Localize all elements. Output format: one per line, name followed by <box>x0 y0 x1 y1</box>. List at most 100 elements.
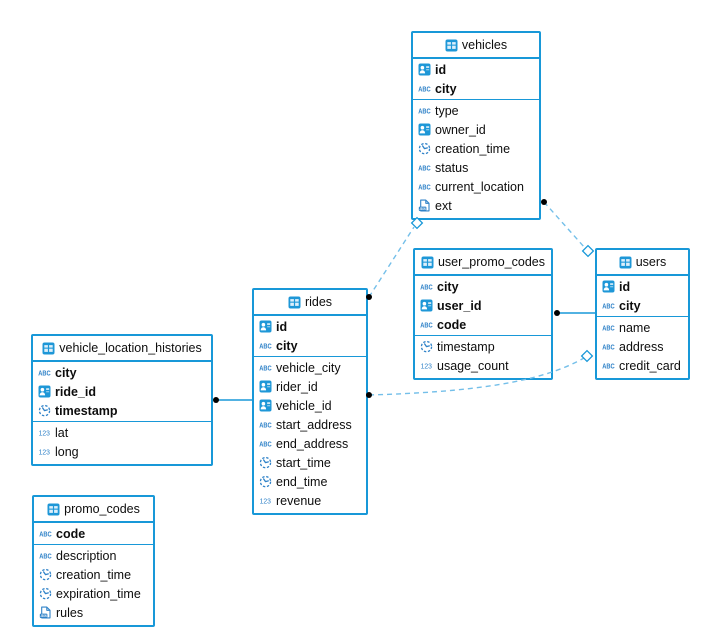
number-type-icon: 123 <box>259 494 272 507</box>
table-icon <box>288 296 301 309</box>
field-name: usage_count <box>437 358 509 373</box>
relation-diamond-marker <box>581 244 595 258</box>
string-type-icon: ABC <box>39 549 52 562</box>
field-name: start_address <box>276 417 352 432</box>
field-name: end_address <box>276 436 349 451</box>
string-type-icon: ABC <box>602 299 615 312</box>
field-row-user_id[interactable]: user_id <box>415 296 551 315</box>
field-name: type <box>435 103 459 118</box>
table-header[interactable]: promo_codes <box>34 497 153 523</box>
field-row-rider_id[interactable]: rider_id <box>254 377 366 396</box>
field-row-timestamp[interactable]: timestamp <box>33 401 211 420</box>
string-type-icon: ABC <box>420 318 433 331</box>
field-row-expiration_time[interactable]: expiration_time <box>34 584 153 603</box>
field-row-id[interactable]: id <box>254 317 366 336</box>
table-header[interactable]: vehicles <box>413 33 539 59</box>
field-name: rules <box>56 605 84 620</box>
svg-text:ABC: ABC <box>418 108 431 115</box>
string-type-icon: ABC <box>418 104 431 117</box>
field-name: description <box>56 548 117 563</box>
field-name: city <box>437 279 459 294</box>
svg-text:ABC: ABC <box>602 344 615 351</box>
time-type-icon <box>418 142 431 155</box>
table-title: rides <box>304 295 333 309</box>
fields-section: ABC description creation_time expiration_ti… <box>34 544 153 625</box>
field-row-rules[interactable]: JSON rules <box>34 603 153 622</box>
field-name: user_id <box>437 298 482 313</box>
table-header[interactable]: user_promo_codes <box>415 250 551 276</box>
field-name: expiration_time <box>56 586 141 601</box>
field-row-revenue[interactable]: 123 revenue <box>254 491 366 510</box>
field-name: id <box>276 319 288 334</box>
string-type-icon: ABC <box>259 437 272 450</box>
relation-vehicle_location_histories-rides[interactable] <box>213 397 253 403</box>
table-icon <box>47 503 60 516</box>
svg-text:ABC: ABC <box>259 343 272 350</box>
number-type-icon: 123 <box>38 426 51 439</box>
table-icon <box>42 342 55 355</box>
field-row-timestamp[interactable]: timestamp <box>415 337 551 356</box>
field-row-start_time[interactable]: start_time <box>254 453 366 472</box>
field-name: owner_id <box>435 122 486 137</box>
field-row-ride_id[interactable]: ride_id <box>33 382 211 401</box>
field-row-id[interactable]: id <box>413 60 539 79</box>
field-row-owner_id[interactable]: owner_id <box>413 120 539 139</box>
uuid-type-icon <box>602 280 615 293</box>
relation-user_promo_codes-users[interactable] <box>554 310 596 316</box>
relation-line[interactable] <box>543 201 586 249</box>
field-name: creation_time <box>435 141 511 156</box>
field-row-description[interactable]: ABC description <box>34 546 153 565</box>
field-row-creation_time[interactable]: creation_time <box>413 139 539 158</box>
field-row-creation_time[interactable]: creation_time <box>34 565 153 584</box>
field-row-code[interactable]: ABC code <box>415 315 551 334</box>
field-row-type[interactable]: ABC type <box>413 101 539 120</box>
table-header[interactable]: users <box>597 250 688 276</box>
string-type-icon: ABC <box>259 339 272 352</box>
relation-diamond-marker <box>580 349 594 363</box>
field-name: revenue <box>276 493 322 508</box>
table-header[interactable]: rides <box>254 290 366 316</box>
svg-text:JSON: JSON <box>41 614 47 618</box>
field-row-id[interactable]: id <box>597 277 688 296</box>
svg-text:ABC: ABC <box>259 441 272 448</box>
json-type-icon: JSON <box>418 199 431 212</box>
field-row-end_address[interactable]: ABC end_address <box>254 434 366 453</box>
field-row-end_time[interactable]: end_time <box>254 472 366 491</box>
field-row-vehicle_id[interactable]: vehicle_id <box>254 396 366 415</box>
table-header[interactable]: vehicle_location_histories <box>33 336 211 362</box>
svg-text:ABC: ABC <box>418 86 431 93</box>
relation-line[interactable] <box>368 226 415 298</box>
string-type-icon: ABC <box>602 340 615 353</box>
string-type-icon: ABC <box>259 361 272 374</box>
field-name: code <box>437 317 467 332</box>
